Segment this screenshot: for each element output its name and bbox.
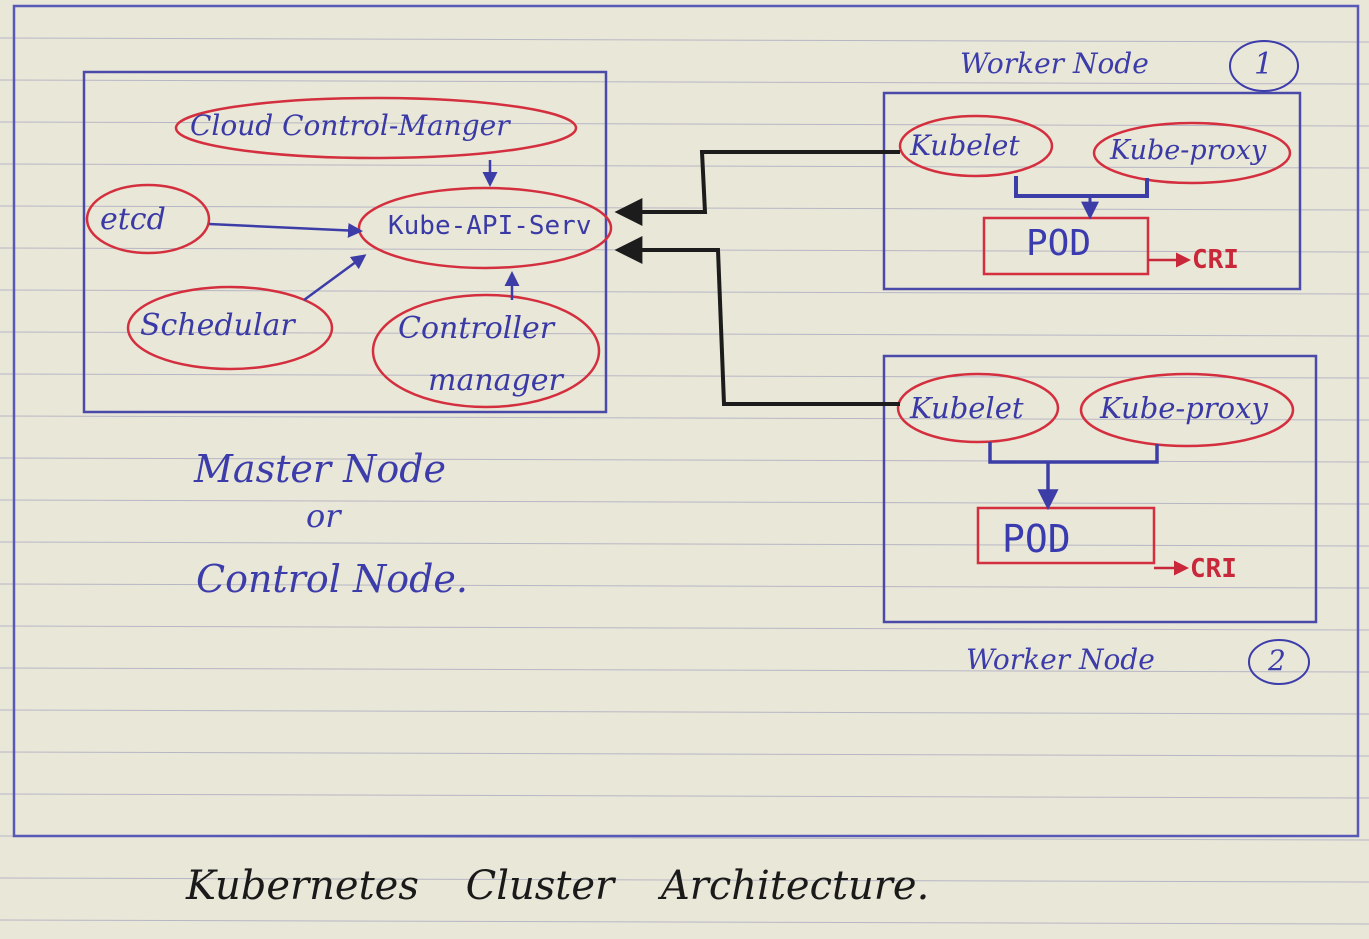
w1-kube-proxy-oval xyxy=(1092,121,1292,185)
paper-margin-frame xyxy=(12,4,1360,838)
master-node-title-line1: Master Node xyxy=(194,447,447,491)
diagram-title: Kubernetes Cluster Architecture. xyxy=(186,863,930,909)
w1-kubelet-label: Kubelet xyxy=(910,129,1020,162)
ruled-line xyxy=(0,37,1369,43)
w2-pod-box xyxy=(976,506,1156,565)
controller-manager-oval xyxy=(371,293,601,409)
worker-node-2-box xyxy=(882,354,1318,624)
ruled-line xyxy=(0,415,1369,421)
w1-kubelet-oval xyxy=(898,114,1054,178)
ruled-line xyxy=(0,625,1369,631)
controller-manager-label-line1: Controller xyxy=(398,311,555,346)
ruled-line xyxy=(0,709,1369,715)
w1-cri-label: CRI xyxy=(1192,245,1239,275)
ruled-line xyxy=(0,331,1369,337)
master-node-title-line2: or xyxy=(306,497,341,535)
w1-kubelet-to-api-connector xyxy=(614,150,900,226)
worker-node-2-number: 2 xyxy=(1268,644,1286,677)
ruled-line xyxy=(0,79,1369,85)
w2-kube-proxy-label: Kube-proxy xyxy=(1100,391,1268,425)
ruled-line xyxy=(0,121,1369,127)
w2-kubelet-label: Kubelet xyxy=(910,391,1024,425)
scheduler-oval xyxy=(126,285,334,371)
worker-node-1-box xyxy=(882,91,1302,291)
worker-node-1-number: 1 xyxy=(1254,47,1274,82)
etcd-oval xyxy=(85,183,211,255)
ruled-line xyxy=(0,583,1369,589)
w2-kubelet-oval xyxy=(896,372,1060,444)
cloud-controller-label: Cloud Control-Manger xyxy=(190,109,510,142)
ruled-line xyxy=(0,163,1369,169)
ruled-line xyxy=(0,289,1369,295)
master-node-box xyxy=(82,70,608,414)
ruled-line xyxy=(0,919,1369,925)
ruled-line xyxy=(0,751,1369,757)
worker-1-number-circle xyxy=(1229,40,1299,92)
worker-2-number-circle xyxy=(1248,639,1310,685)
etcd-to-api-arrow xyxy=(208,222,363,238)
w2-kubelet-to-api-connector xyxy=(614,236,900,406)
w2-pod-label: POD xyxy=(1002,517,1071,561)
w1-bracket-connector xyxy=(1014,176,1149,198)
worker-node-1-title: Worker Node xyxy=(960,47,1149,80)
w1-kube-proxy-label: Kube-proxy xyxy=(1110,135,1267,166)
w1-pod-label: POD xyxy=(1026,223,1092,264)
worker-node-2-title: Worker Node xyxy=(966,643,1155,676)
etcd-label: etcd xyxy=(100,202,166,237)
w1-pod-box xyxy=(982,216,1150,276)
w2-bracket-connector xyxy=(988,442,1159,464)
w2-kube-proxy-oval xyxy=(1079,372,1295,448)
scheduler-to-api-arrow xyxy=(303,254,367,302)
api-server-label: Kube-API-Serv xyxy=(388,211,592,241)
cloud-controller-oval xyxy=(174,96,578,160)
controller-manager-label-line2: manager xyxy=(428,363,563,398)
ruled-line xyxy=(0,541,1369,547)
ruled-line xyxy=(0,667,1369,673)
w2-cri-label: CRI xyxy=(1190,554,1237,584)
ruled-lines xyxy=(0,37,1369,925)
ruled-line xyxy=(0,793,1369,799)
ruled-line xyxy=(0,877,1369,883)
ruled-line xyxy=(0,205,1369,211)
master-node-title-line3: Control Node. xyxy=(196,557,468,601)
scheduler-label: Schedular xyxy=(140,308,295,343)
ruled-line xyxy=(0,499,1369,505)
